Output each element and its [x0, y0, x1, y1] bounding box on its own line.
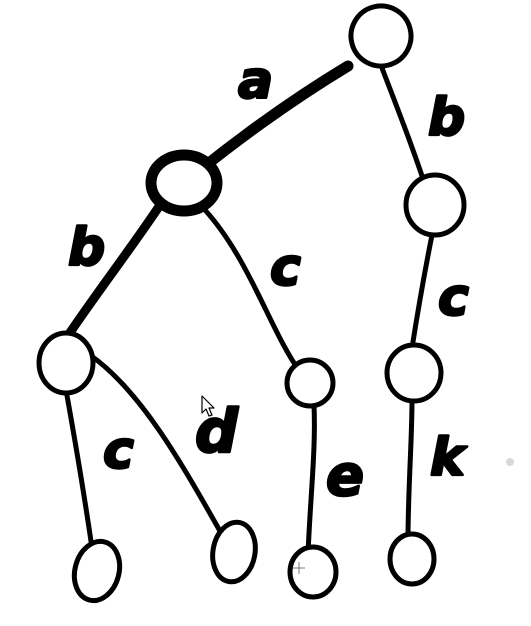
label-ll-leaf1: c — [103, 421, 134, 481]
edge-right-chain-2 — [405, 397, 415, 543]
edge-lr-leaf — [305, 402, 317, 558]
edge-ll-leaf2 — [87, 352, 228, 543]
node-left — [145, 149, 223, 217]
node-rightchild — [284, 357, 336, 409]
node-leftchild — [36, 330, 96, 396]
crosshair-icon — [293, 562, 305, 574]
label-root-left: a — [238, 51, 273, 111]
mouse-pointer-icon — [201, 395, 215, 417]
leaf-node-1 — [71, 538, 123, 604]
label-right-chain-1: c — [438, 268, 469, 328]
stray-dot — [506, 458, 514, 466]
edge-left-rightchild — [202, 207, 303, 375]
label-lr-leaf: e — [326, 444, 364, 509]
edges — [60, 60, 435, 558]
nodes — [36, 3, 467, 604]
edge-ll-leaf1 — [63, 387, 95, 551]
leaf-node-2 — [210, 519, 258, 585]
label-root-right: b — [428, 88, 465, 148]
node-right — [403, 172, 467, 238]
edge-root-left — [194, 60, 354, 176]
label-left-leftchild: b — [68, 218, 105, 278]
label-right-chain-2: k — [430, 428, 468, 488]
edge-right-chain-1 — [409, 232, 435, 351]
leaf-node-4 — [387, 531, 437, 587]
node-right-mid — [384, 342, 444, 404]
leaf-node-3 — [287, 544, 339, 600]
edge-labels: a b b c c d e c k — [67, 50, 471, 511]
edge-left-leftchild — [60, 200, 165, 345]
label-left-rightchild: c — [270, 238, 301, 298]
node-root — [348, 3, 414, 69]
